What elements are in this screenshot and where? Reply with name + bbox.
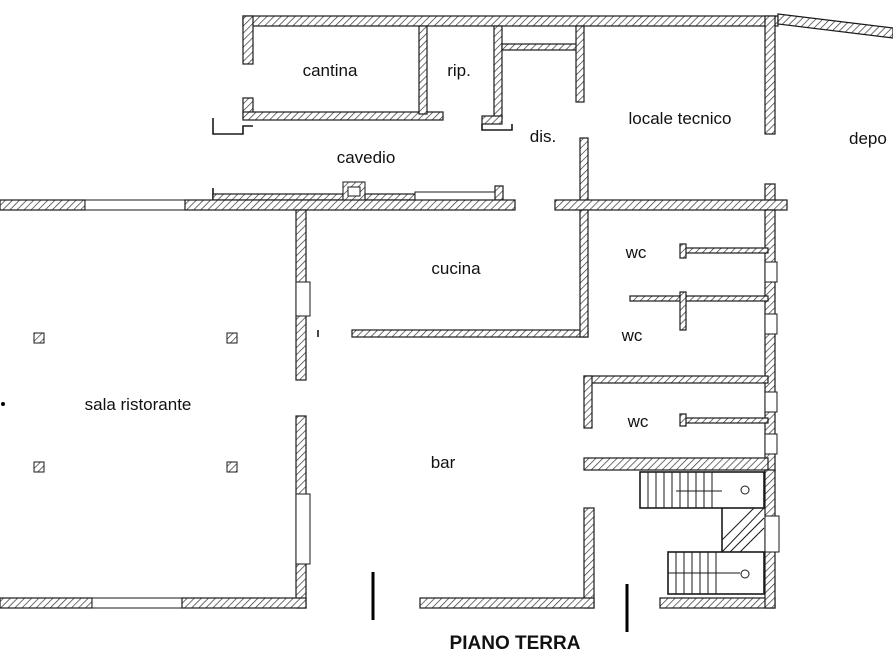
wall-main-center [184,199,516,211]
wall-sala-bottom-left [0,597,93,609]
label-deposito: depo [849,129,887,148]
cavedio-wall-segment-2 [364,193,416,201]
wall-bar-right [583,507,595,609]
wall-rip-right [493,25,503,119]
label-wc-2: wc [621,326,643,345]
wall-cantina-rip [418,25,428,115]
wc-window-3 [764,391,778,413]
cucina-walls [317,209,589,338]
wc-partition-3 [583,375,769,384]
wall-bar-bottom-left [419,597,595,609]
window-sala-bottom [91,597,183,609]
wc-window-1 [764,261,778,283]
wall-cucina-right [579,209,589,338]
wc-partition-4 [683,417,769,424]
wc-partition-3-left [583,375,593,429]
wall-dis-right-upper [575,25,585,103]
wc-partition-2-stub [679,291,687,331]
stair-steps-upper [647,472,722,508]
cavedio-wall-segment-3 [494,185,504,201]
wall-main-right [554,199,788,211]
wall-deposito-top [777,13,893,39]
wall-cantina-left [242,15,254,65]
wall-cucina-bottom [351,329,589,338]
wall-rip-stub [481,115,503,125]
cavedio-wall [212,181,504,201]
stair-steps-lower [668,552,740,594]
stair-box-upper [639,471,765,509]
column-3 [33,461,45,473]
upper-walls [212,13,893,211]
wc-walls [583,209,778,473]
label-cucina: cucina [431,259,481,278]
wall-main-left [0,199,86,211]
wall-top [242,15,779,27]
rip-door-frame [481,124,513,131]
label-cantina: cantina [303,61,358,80]
label-bar: bar [431,453,456,472]
cavedio-wall-segment [212,193,344,201]
sala-door-1 [295,281,311,317]
cavedio-shaft-inner [347,186,361,197]
stair-window [764,515,780,553]
stair-landing [721,485,765,579]
wall-dis-top [501,43,581,51]
label-rip: rip. [447,61,471,80]
label-wc-1: wc [625,243,647,262]
column-4 [226,461,238,473]
label-sala-ristorante: sala ristorante [85,395,192,414]
main-wall [0,199,788,211]
wc-window-2 [764,313,778,335]
wc-partition-1 [683,247,769,254]
column-2 [226,332,238,344]
wc-partition-1-stub [679,243,687,259]
plan-title: PIANO TERRA [450,633,581,654]
sala-walls [0,209,311,609]
room-labels: cantina rip. dis. locale tecnico depo ca… [85,61,887,654]
label-cavedio: cavedio [337,148,396,167]
sala-door-2 [295,493,311,565]
wall-stair-bottom [659,597,776,609]
label-dis: dis. [530,127,556,146]
wc-partition-2 [629,295,769,302]
wc-window-4 [764,433,778,455]
wall-tecnico-right [764,15,776,135]
bar-walls [371,469,780,632]
wc-partition-4-stub [679,413,687,427]
cavedio-window [414,191,496,201]
cantina-step [212,118,253,135]
label-locale-tecnico: locale tecnico [628,109,731,128]
label-wc-3: wc [627,412,649,431]
entrance-marker [1,402,5,406]
wall-cantina-bottom [242,111,444,121]
column-1 [33,332,45,344]
window-main-1 [84,199,186,211]
wall-wc-bottom [583,457,769,471]
wall-sala-bottom-right [181,597,307,609]
wall-dis-right-lower [579,137,589,211]
